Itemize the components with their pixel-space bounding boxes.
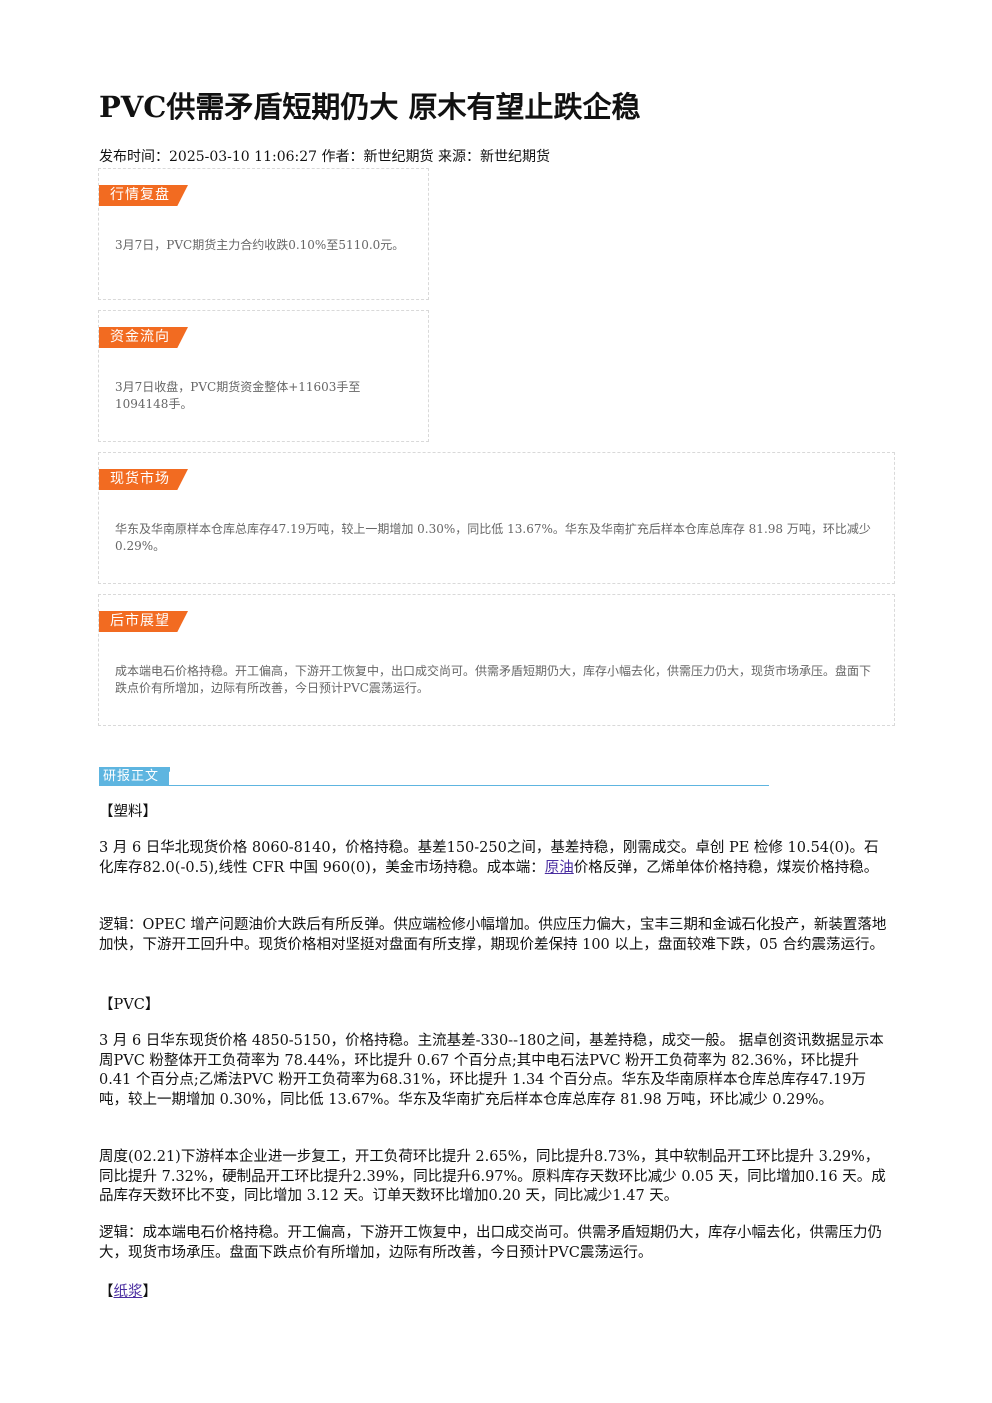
summary-box-market-review: 行情复盘 3月7日，PVC期货主力合约收跌0.10%至5110.0元。 bbox=[98, 168, 429, 300]
pvc-heading: 【PVC】 bbox=[99, 997, 160, 1013]
summary-box-outlook: 后市展望 成本端电石价格持稳。开工偏高，下游开工恢复中，出口成交尚可。供需矛盾短… bbox=[98, 594, 895, 726]
pulp-bracket-close: 】 bbox=[142, 1284, 158, 1300]
pulp-link[interactable]: 纸浆 bbox=[113, 1284, 143, 1300]
plastic-paragraph-1: 3 月 6 日华北现货价格 8060-8140，价格持稳。基差150-250之间… bbox=[99, 839, 891, 878]
summary-box-spot-market: 现货市场 华东及华南原样本仓库总库存47.19万吨，较上一期增加 0.30%，同… bbox=[98, 452, 895, 584]
pulp-bracket-open: 【 bbox=[99, 1284, 114, 1300]
plastic-heading: 【塑料】 bbox=[99, 804, 157, 820]
article-meta: 发布时间：2025-03-10 11:06:27 作者：新世纪期货 来源：新世纪… bbox=[99, 149, 550, 165]
summary-box-fund-flow: 资金流向 3月7日收盘，PVC期货资金整体+11603手至1094148手。 bbox=[98, 310, 429, 442]
summary-text-fund-flow: 3月7日收盘，PVC期货资金整体+11603手至1094148手。 bbox=[115, 380, 361, 411]
summary-text-outlook: 成本端电石价格持稳。开工偏高，下游开工恢复中，出口成交尚可。供需矛盾短期仍大，库… bbox=[115, 664, 872, 695]
summary-text-market-review: 3月7日，PVC期货主力合约收跌0.10%至5110.0元。 bbox=[115, 238, 405, 252]
plastic-p1-text-after: 价格反弹，乙烯单体价格持稳，煤炭价格持稳。 bbox=[573, 859, 879, 876]
tag-outlook: 后市展望 bbox=[99, 611, 188, 632]
summary-text-spot-market: 华东及华南原样本仓库总库存47.19万吨，较上一期增加 0.30%，同比低 13… bbox=[115, 522, 871, 553]
plastic-paragraph-2: 逻辑：OPEC 增产问题油价大跌后有所反弹。供应端检修小幅增加。供应压力偏大，宝… bbox=[99, 917, 887, 953]
crude-oil-link[interactable]: 原油 bbox=[544, 859, 574, 876]
tag-market-review: 行情复盘 bbox=[99, 185, 188, 206]
pvc-paragraph-3: 逻辑：成本端电石价格持稳。开工偏高，下游开工恢复中，出口成交尚可。供需矛盾短期仍… bbox=[99, 1225, 882, 1261]
plastic-p1-text: 3 月 6 日华北现货价格 8060-8140，价格持稳。基差150-250之间… bbox=[99, 840, 879, 876]
pvc-paragraph-2: 周度(02.21)下游样本企业进一步复工，开工负荷环比提升 2.65%，同比提升… bbox=[99, 1149, 886, 1204]
article-title: PVC供需矛盾短期仍大 原木有望止跌企稳 bbox=[99, 90, 641, 124]
report-section-tag: 研报正文 bbox=[99, 767, 170, 786]
tag-fund-flow: 资金流向 bbox=[99, 327, 188, 348]
pvc-paragraph-1: 3 月 6 日华东现货价格 4850-5150，价格持稳。主流基差-330--1… bbox=[99, 1033, 884, 1108]
tag-spot-market: 现货市场 bbox=[99, 469, 188, 490]
report-divider bbox=[99, 785, 769, 786]
pulp-heading: 【纸浆】 bbox=[99, 1283, 891, 1303]
report-tag-tail bbox=[160, 767, 170, 785]
